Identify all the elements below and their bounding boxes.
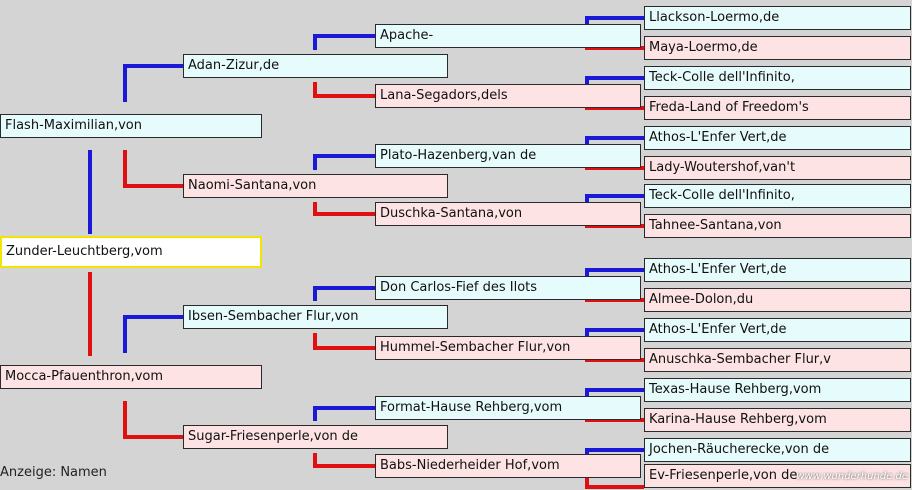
- grandsire-box[interactable]: Ibsen-Sembacher Flur,von: [183, 305, 448, 329]
- sire-connector: [123, 315, 183, 353]
- watermark: www.wunderhunde.de: [796, 471, 908, 482]
- dam-connector: [123, 401, 183, 439]
- dam-connector: [313, 453, 375, 468]
- pedigree-root-dog[interactable]: Zunder-Leuchtberg,vom: [0, 236, 262, 268]
- ancestor-gen3-box[interactable]: Babs-Niederheider Hof,vom: [375, 454, 641, 478]
- ancestor-gen4-box[interactable]: Lady-Woutershof,van't: [644, 156, 911, 180]
- sire-connector: [313, 34, 375, 50]
- ancestor-gen3-box[interactable]: Don Carlos-Fief des Ilots: [375, 276, 641, 300]
- ancestor-gen4-box[interactable]: Texas-Hause Rehberg,vom: [644, 378, 911, 402]
- ancestor-gen4-box[interactable]: Athos-L'Enfer Vert,de: [644, 258, 911, 282]
- dam-connector: [313, 333, 375, 350]
- ancestor-gen4-box[interactable]: Maya-Loermo,de: [644, 36, 911, 60]
- dam-connector: [123, 150, 183, 188]
- ancestor-gen4-box[interactable]: Almee-Dolon,du: [644, 288, 911, 312]
- ancestor-gen4-box[interactable]: Athos-L'Enfer Vert,de: [644, 126, 911, 150]
- ancestor-gen4-box[interactable]: Teck-Colle dell'Infinito,: [644, 66, 911, 90]
- ancestor-gen3-box[interactable]: Format-Hause Rehberg,vom: [375, 396, 641, 420]
- ancestor-gen4-box[interactable]: Athos-L'Enfer Vert,de: [644, 318, 911, 342]
- ancestor-gen4-box[interactable]: Jochen-Räucherecke,von de: [644, 438, 911, 462]
- ancestor-gen3-box[interactable]: Apache-: [375, 24, 641, 48]
- dam-connector: [313, 82, 375, 98]
- ancestor-gen4-box[interactable]: Ev-Friesenperle,von de: [644, 464, 911, 488]
- sire-box[interactable]: Flash-Maximilian,von: [0, 114, 262, 138]
- ancestor-gen4-box[interactable]: Teck-Colle dell'Infinito,: [644, 184, 911, 208]
- dam-box[interactable]: Mocca-Pfauenthron,vom: [0, 365, 262, 389]
- ancestor-gen4-box[interactable]: Karina-Hause Rehberg,vom: [644, 408, 911, 432]
- ancestor-gen3-box[interactable]: Hummel-Sembacher Flur,von: [375, 336, 641, 360]
- display-mode-label: Anzeige: Namen: [0, 465, 107, 480]
- ancestor-gen3-box[interactable]: Plato-Hazenberg,van de: [375, 144, 641, 168]
- dam-connector: [313, 202, 375, 216]
- granddam-box[interactable]: Naomi-Santana,von: [183, 174, 448, 198]
- sire-connector: [313, 154, 375, 170]
- ancestor-gen4-box[interactable]: Llackson-Loermo,de: [644, 6, 911, 30]
- ancestor-gen3-box[interactable]: Lana-Segadors,dels: [375, 84, 641, 108]
- sire-connector: [123, 64, 183, 102]
- grandsire-box[interactable]: Adan-Zizur,de: [183, 54, 448, 78]
- ancestor-gen4-box[interactable]: Freda-Land of Freedom's: [644, 96, 911, 120]
- ancestor-gen4-box[interactable]: Anuschka-Sembacher Flur,v: [644, 348, 911, 372]
- sire-connector: [313, 286, 375, 301]
- ancestor-gen3-box[interactable]: Duschka-Santana,von: [375, 202, 641, 226]
- granddam-box[interactable]: Sugar-Friesenperle,von de: [183, 425, 448, 449]
- ancestor-gen4-box[interactable]: Tahnee-Santana,von: [644, 214, 911, 238]
- sire-connector: [313, 406, 375, 421]
